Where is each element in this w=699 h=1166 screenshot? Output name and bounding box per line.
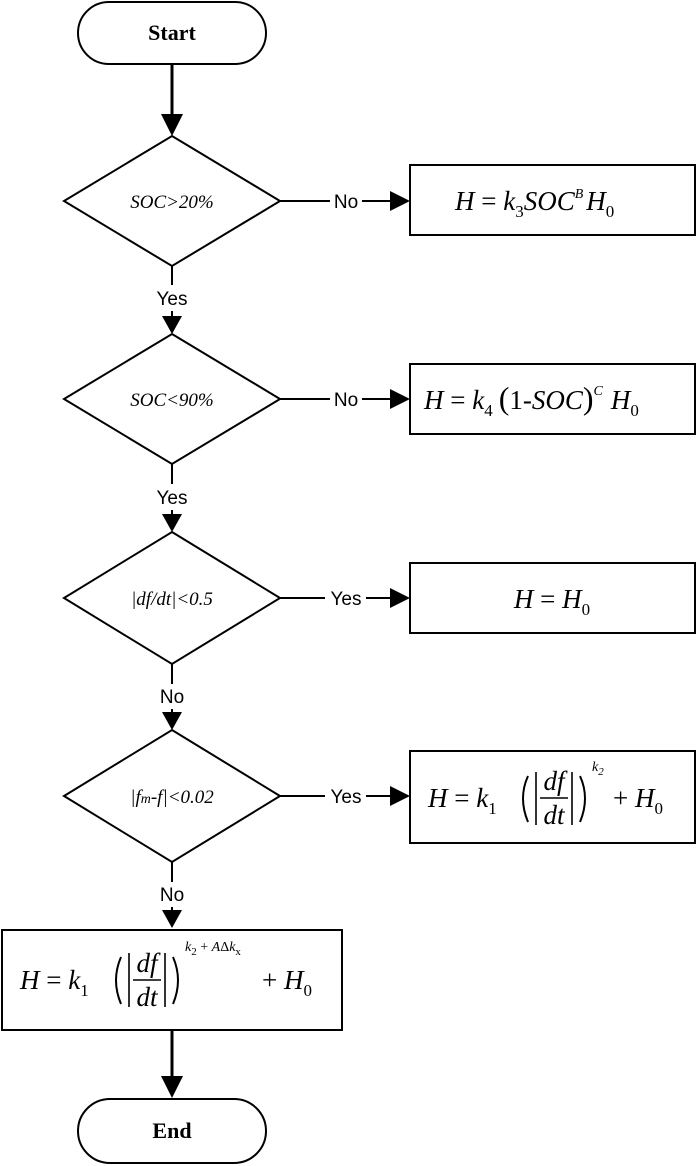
process-4-dt: dt bbox=[543, 800, 566, 830]
process-5-dt: dt bbox=[136, 982, 159, 1012]
decision-3-condition: |df/dt|<0.5 bbox=[131, 589, 213, 610]
process-5-lhs: H = k1 bbox=[19, 965, 89, 1000]
decision-2-yes-label: Yes bbox=[157, 488, 188, 509]
start-terminal: Start bbox=[77, 1, 267, 65]
process-3-formula: H = H0 bbox=[513, 584, 590, 619]
decision-2-no-label: No bbox=[334, 390, 358, 411]
decision-1-yes-label: Yes bbox=[157, 289, 188, 310]
end-label: End bbox=[152, 1118, 191, 1143]
process-4-df: df bbox=[543, 766, 568, 796]
process-4-exponent: k2 bbox=[592, 760, 604, 778]
decision-3-yes-label: Yes bbox=[331, 589, 362, 610]
decision-1-no-label: No bbox=[334, 192, 358, 213]
end-terminal: End bbox=[77, 1098, 267, 1164]
start-label: Start bbox=[148, 20, 196, 45]
connector-process-5-to-end bbox=[161, 1030, 183, 1098]
connector-decision-2-to-process-2: No bbox=[280, 389, 410, 411]
decision-4-condition: |fm-f|<0.02 bbox=[130, 787, 214, 808]
process-4: H = k1 df dt k2 + H0 bbox=[409, 750, 696, 844]
process-5: H = k1 df dt k2 + AΔkx + H0 bbox=[1, 929, 343, 1031]
connector-decision-4-to-process-4: Yes bbox=[280, 786, 410, 808]
decision-2-condition: SOC<90% bbox=[130, 390, 214, 411]
connector-decision-3-to-decision-4: No bbox=[160, 664, 184, 730]
process-5-df: df bbox=[136, 948, 161, 978]
decision-1-condition: SOC>20% bbox=[130, 192, 214, 213]
connector-decision-2-to-decision-3: Yes bbox=[157, 464, 188, 532]
decision-4-no-label: No bbox=[160, 885, 184, 906]
process-3: H = H0 bbox=[409, 562, 696, 634]
decision-soc-gt-20: SOC>20% bbox=[62, 134, 282, 268]
process-5-exponent: k2 + AΔkx bbox=[185, 940, 241, 958]
connector-decision-1-to-decision-2: Yes bbox=[157, 266, 188, 334]
process-5-rhs: + H0 bbox=[262, 965, 312, 1000]
decision-dfdt-lt-0-5: |df/dt|<0.5 bbox=[62, 530, 282, 666]
decision-4-yes-label: Yes bbox=[331, 787, 362, 808]
connector-start-to-decision-1 bbox=[161, 64, 183, 136]
connector-decision-4-to-process-5: No bbox=[160, 862, 184, 928]
process-4-lhs: H = k1 bbox=[427, 783, 497, 818]
decision-soc-lt-90: SOC<90% bbox=[62, 332, 282, 466]
process-4-rhs: + H0 bbox=[613, 783, 663, 818]
decision-fm-f-lt-0-02: |fm-f|<0.02 bbox=[62, 728, 282, 864]
decision-3-no-label: No bbox=[160, 687, 184, 708]
connector-decision-3-to-process-3: Yes bbox=[280, 588, 410, 610]
connector-decision-1-to-process-1: No bbox=[280, 191, 410, 213]
